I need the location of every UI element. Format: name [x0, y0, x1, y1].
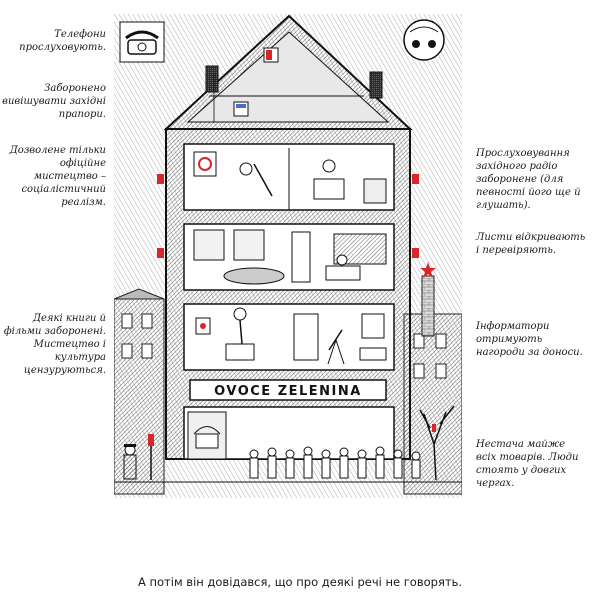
shop-sign-text: OVOCE ZELENINA: [214, 384, 362, 399]
note-informers-rewarded: Інформатори отримують нагороди за доноси…: [476, 321, 583, 358]
queue-of-people: [114, 434, 462, 483]
red-flag-right-1: [412, 174, 419, 184]
radio-set-icon: [313, 178, 345, 200]
room-floor-informers: [183, 303, 395, 371]
note-letters-checked: Листи відкривають і перевіряють.: [476, 232, 586, 256]
red-star-icon: [420, 262, 436, 278]
note-censorship: Деякі книги й фільми заборонені. Мистецт…: [3, 313, 106, 376]
page-caption: А потім він довідався, що про деякі речі…: [137, 575, 463, 589]
note-western-radio-banned: Прослуховування західного радіо забороне…: [476, 148, 581, 211]
watching-face-icon: [403, 19, 445, 61]
main-house: OVOCE ZELENINA: [157, 14, 419, 460]
house-cutaway-drawing: OVOCE ZELENINA: [114, 14, 462, 498]
note-official-art-only: Дозволене тільки офіційне мистецтво – со…: [9, 145, 106, 208]
shop-sign-board: [189, 379, 387, 401]
note-phones-tapped: Телефони прослуховують.: [19, 29, 106, 53]
house-illustration: OVOCE ZELENINA: [114, 14, 462, 498]
telephone-icon: [119, 21, 165, 63]
bare-tree: [419, 405, 455, 481]
red-flag-right-2: [412, 248, 419, 258]
red-flag-left-2: [157, 248, 164, 258]
note-western-flags-banned: Заборонено вивішувати західні прапори.: [2, 83, 106, 120]
note-shortages-queues: Нестача майже всіх товарів. Люди стоять …: [476, 439, 579, 489]
red-flag-left-1: [157, 174, 164, 184]
